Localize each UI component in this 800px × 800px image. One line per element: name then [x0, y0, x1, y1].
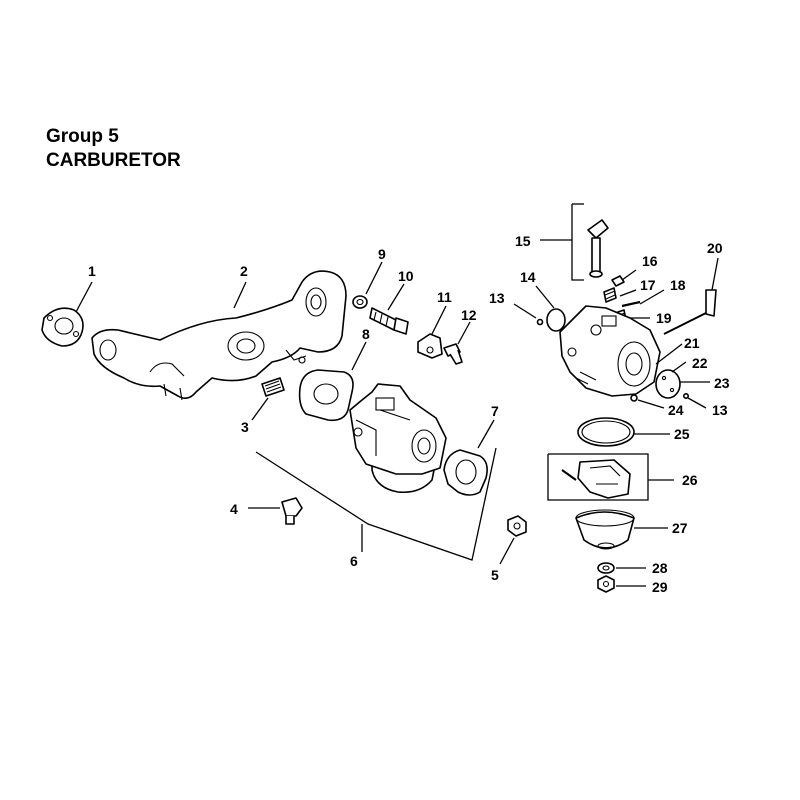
callout-13: 13 — [489, 290, 505, 306]
callout-29: 29 — [652, 579, 668, 595]
callout-21: 21 — [684, 335, 700, 351]
callout-14: 14 — [520, 269, 536, 285]
part-17-spring[interactable] — [603, 287, 617, 303]
part-14-welch-plug[interactable] — [546, 308, 566, 332]
part-3-stud[interactable] — [261, 377, 285, 397]
diagram-title: CARBURETOR — [46, 150, 181, 171]
callout-20: 20 — [707, 240, 723, 256]
part-1-gasket[interactable] — [41, 307, 84, 347]
callout-5: 5 — [491, 567, 499, 583]
callout-19: 19 — [656, 310, 672, 326]
callout-15: 15 — [515, 233, 531, 249]
callout-25: 25 — [674, 426, 690, 442]
part-13-screw[interactable] — [536, 318, 544, 326]
callout-8: 8 — [362, 326, 370, 342]
callout-18: 18 — [670, 277, 686, 293]
callout-13-right: 13 — [712, 402, 728, 418]
part-27-float-bowl[interactable] — [575, 509, 635, 550]
group-label: Group 5 — [46, 126, 119, 147]
part-18-pin[interactable] — [621, 300, 641, 308]
callout-16: 16 — [642, 253, 658, 269]
callout-6: 6 — [350, 553, 358, 569]
part-15-inlet-needle[interactable] — [587, 219, 609, 278]
callout-26: 26 — [682, 472, 698, 488]
part-28-washer[interactable] — [597, 562, 615, 574]
part-29-bowl-nut[interactable] — [597, 575, 615, 593]
part-6-carburetor[interactable] — [349, 383, 447, 494]
callout-2: 2 — [240, 263, 248, 279]
part-2-intake-manifold[interactable] — [91, 270, 347, 401]
callout-22: 22 — [692, 355, 708, 371]
part-26-float[interactable] — [561, 459, 631, 499]
callout-11: 11 — [437, 289, 452, 305]
callout-3: 3 — [241, 419, 249, 435]
callout-1: 1 — [88, 263, 96, 279]
part-20-throttle-shaft[interactable] — [663, 289, 717, 335]
part-13-screw-right[interactable] — [682, 392, 689, 399]
carburetor-upper-body[interactable] — [559, 305, 661, 397]
part-4-fitting[interactable] — [281, 497, 303, 525]
part-22-throttle-plate[interactable] — [655, 369, 681, 399]
callout-9: 9 — [378, 246, 386, 262]
part-5-nut[interactable] — [507, 515, 527, 537]
part-7-gasket[interactable] — [443, 449, 488, 496]
part-10-bolt[interactable] — [369, 307, 409, 335]
part-16-screw[interactable] — [611, 275, 625, 287]
callout-24: 24 — [668, 402, 684, 418]
callout-27: 27 — [672, 520, 688, 536]
part-11-bracket[interactable] — [417, 333, 443, 359]
callout-10: 10 — [398, 268, 414, 284]
callout-12: 12 — [461, 307, 477, 323]
callout-23: 23 — [714, 375, 730, 391]
part-9-washer[interactable] — [352, 295, 368, 309]
callout-7: 7 — [491, 403, 499, 419]
callout-17: 17 — [640, 277, 656, 293]
callout-28: 28 — [652, 560, 668, 576]
callout-4: 4 — [230, 501, 238, 517]
part-25-o-ring[interactable] — [577, 417, 635, 447]
part-8-gasket[interactable] — [298, 369, 354, 422]
part-24-screw[interactable] — [630, 394, 638, 402]
part-12-screw[interactable] — [443, 343, 463, 365]
